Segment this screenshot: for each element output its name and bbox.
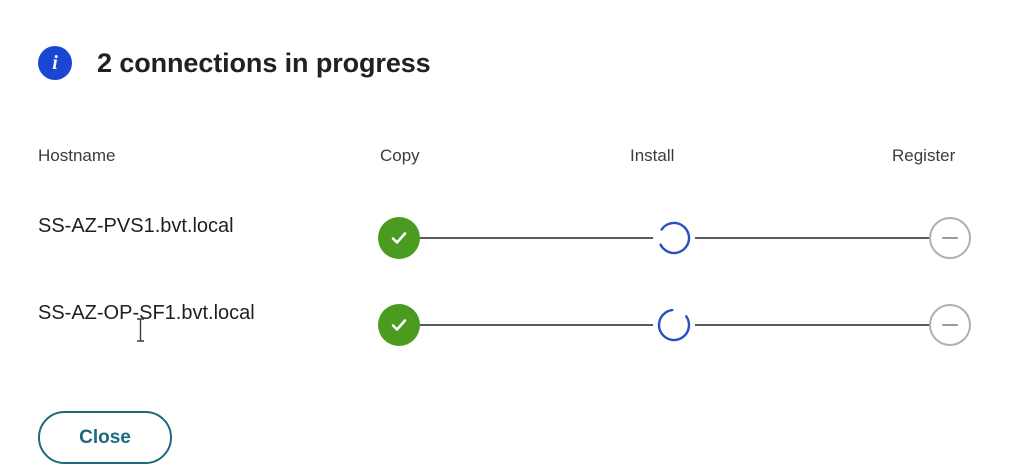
table-row: SS-AZ-OP-SF1.bvt.local [38,267,973,354]
column-header-copy: Copy [380,146,420,165]
dash-icon [942,324,958,326]
step-install-spinner-icon [653,304,695,346]
step-register-pending-icon [929,304,971,346]
dialog-header: i 2 connections in progress [38,46,431,80]
dash-icon [942,237,958,239]
page-title: 2 connections in progress [97,47,431,78]
column-header-hostname: Hostname [38,146,116,165]
hostname-label: SS-AZ-OP-SF1.bvt.local [38,302,255,324]
column-header-install: Install [630,146,675,165]
close-button[interactable]: Close [38,411,172,464]
step-copy-done-icon [378,217,420,259]
table-row: SS-AZ-PVS1.bvt.local [38,180,973,267]
step-install-spinner-icon [653,217,695,259]
column-header-register: Register [892,146,956,165]
progress-track [378,303,973,347]
step-register-pending-icon [929,217,971,259]
table-header-row: Hostname Copy Install Register [38,146,973,180]
hostname-label: SS-AZ-PVS1.bvt.local [38,215,234,237]
connections-table: Hostname Copy Install Register SS-AZ-PVS… [38,146,973,354]
progress-track [378,216,973,260]
info-icon: i [38,46,72,80]
step-copy-done-icon [378,304,420,346]
